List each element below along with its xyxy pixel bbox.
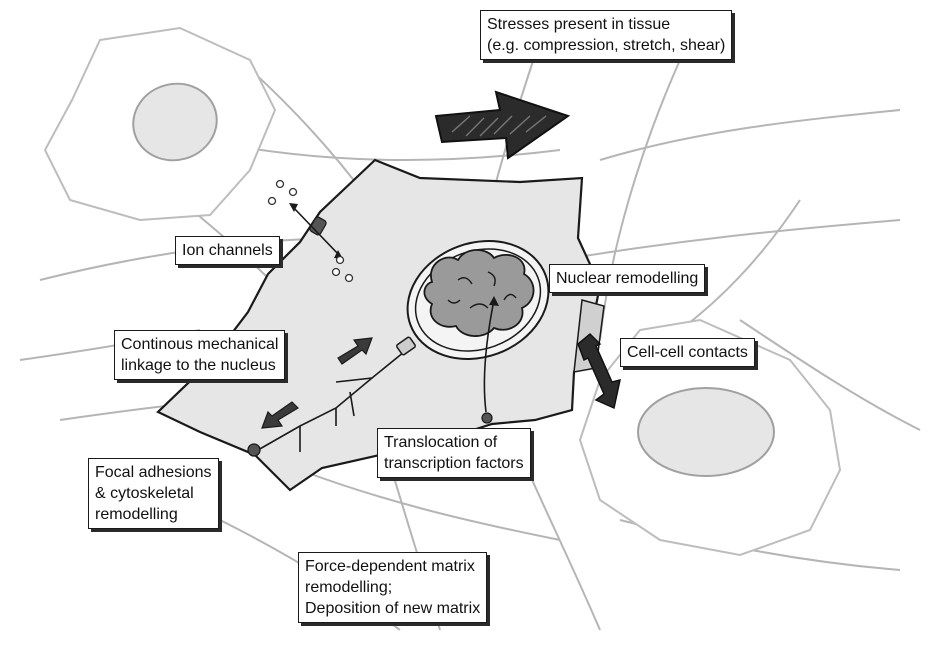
- transcription-factor: [481, 412, 493, 424]
- neighbor-nucleus-right: [637, 387, 775, 477]
- label-focal-adhesions: Focal adhesions & cytoskeletal remodelli…: [88, 458, 219, 529]
- label-ion-channels: Ion channels: [175, 236, 280, 265]
- chromatin-folds: [447, 271, 517, 309]
- label-stresses: Stresses present in tissue (e.g. compres…: [480, 10, 733, 60]
- force-arrow-nucleus: [337, 337, 373, 365]
- label-matrix-remodelling: Force-dependent matrix remodelling; Depo…: [298, 552, 488, 623]
- ion-channel: [309, 216, 327, 236]
- label-translocation: Translocation of transcription factors: [377, 428, 531, 478]
- ion-channel-group: [267, 179, 354, 283]
- nucleus-linker: [396, 336, 416, 356]
- force-arrow-adhesion: [261, 401, 299, 429]
- cell-contact-double-arrow: [577, 332, 621, 410]
- chromatin: [423, 249, 535, 337]
- ion: [331, 267, 341, 277]
- ion: [288, 187, 298, 197]
- ion: [275, 179, 285, 189]
- ion-flow-arrow: [291, 205, 341, 257]
- focal-adhesion: [247, 443, 261, 457]
- label-nuclear-remodelling: Nuclear remodelling: [549, 264, 706, 293]
- translocation-arrowhead: [489, 296, 499, 306]
- ion: [335, 255, 345, 265]
- translocation-path: [483, 299, 495, 413]
- ion: [344, 273, 354, 283]
- tissue-stress-arrow: [434, 90, 571, 160]
- nuclear-envelope-inner: [414, 248, 542, 352]
- label-cell-cell-contacts: Cell-cell contacts: [620, 338, 755, 367]
- ion: [267, 196, 277, 206]
- neighbor-nucleus-top-left: [132, 82, 218, 162]
- label-mechanical-linkage: Continous mechanical linkage to the nucl…: [114, 330, 286, 380]
- tissue-stress-arrow-hatching: [451, 115, 547, 137]
- ion-flow-arrowhead-top: [289, 203, 298, 212]
- cytoskeleton-linkage: [257, 351, 405, 452]
